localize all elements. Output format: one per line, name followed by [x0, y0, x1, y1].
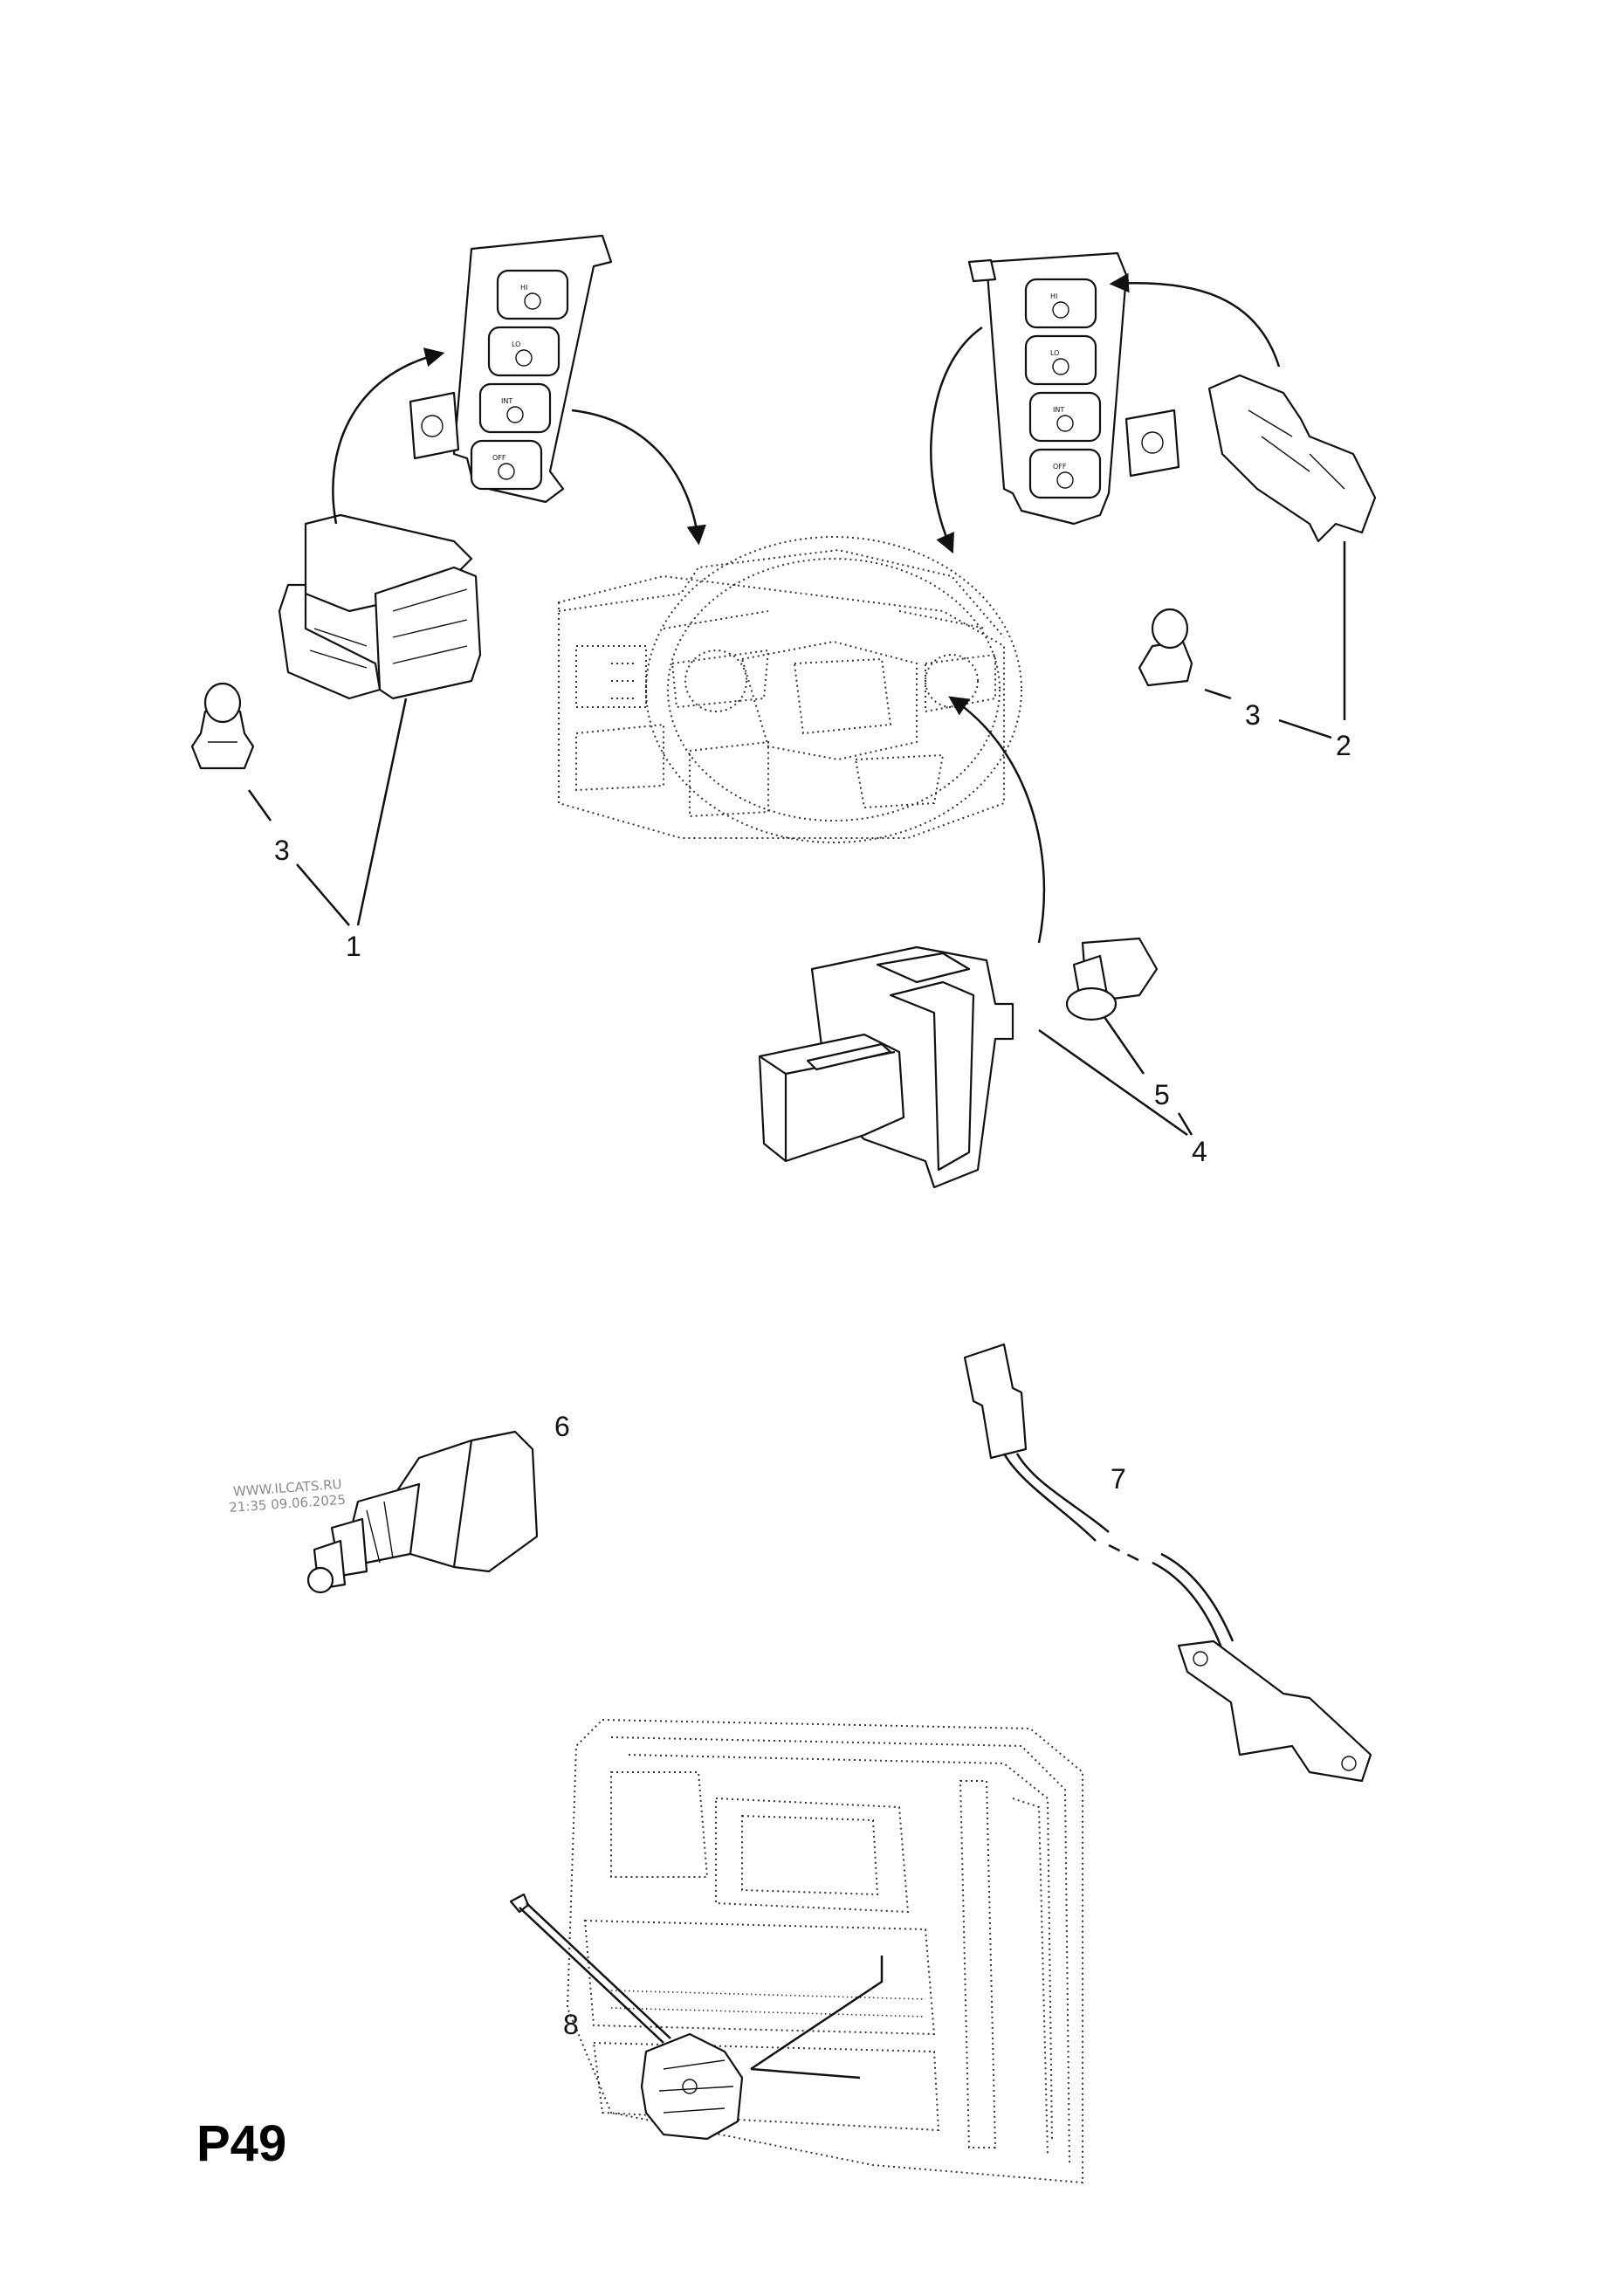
svg-text:HI: HI — [520, 284, 527, 292]
callout-7: 7 — [1111, 1463, 1126, 1495]
part-1-switch-housing[interactable] — [278, 513, 482, 700]
part-4-rocker-switch[interactable] — [758, 945, 1014, 1189]
part-7-wiring-harness[interactable] — [963, 1343, 1372, 1783]
page-code: P49 — [196, 2115, 286, 2172]
switch-key-off: OFF — [470, 439, 543, 491]
part-6-plunger-switch[interactable] — [306, 1430, 539, 1594]
switch-key-hi: HI — [496, 269, 569, 320]
watermark: WWW.ILCATS.RU 21:35 09.06.2025 — [229, 1476, 347, 1516]
callout-3-right: 3 — [1245, 699, 1261, 731]
svg-text:OFF: OFF — [1053, 463, 1067, 471]
callout-8: 8 — [563, 2009, 579, 2040]
svg-text:OFF: OFF — [492, 454, 506, 462]
part-2-switch-housing[interactable] — [1207, 374, 1377, 543]
callout-6: 6 — [554, 1411, 570, 1442]
callout-2: 2 — [1336, 730, 1351, 761]
svg-text:INT: INT — [1053, 406, 1064, 414]
switch-key-hi-right: HI — [1024, 278, 1097, 329]
switch-key-lo: LO — [487, 326, 560, 377]
switch-key-off-right: OFF — [1028, 448, 1102, 499]
callout-4: 4 — [1192, 1136, 1207, 1167]
callout-5: 5 — [1154, 1079, 1170, 1110]
wiper-switch-panel-left[interactable]: HI LO INT OFF — [409, 234, 613, 504]
switch-key-int: INT — [478, 382, 552, 434]
part-5-bulb[interactable] — [1065, 937, 1159, 1021]
part-8-door-lock-rod[interactable] — [509, 1893, 884, 2141]
assembly-arrows — [332, 272, 1281, 944]
svg-text:HI: HI — [1050, 292, 1057, 300]
callout-3-left: 3 — [274, 835, 290, 866]
dashboard-steering-wheel — [558, 536, 1022, 843]
svg-text:LO: LO — [512, 340, 520, 348]
door-panel — [566, 1718, 1083, 2184]
callout-1: 1 — [346, 931, 361, 962]
part-3-bulb-left[interactable] — [190, 682, 255, 770]
wiper-switch-panel-right[interactable]: HI LO INT OFF — [967, 251, 1180, 526]
svg-text:LO: LO — [1050, 349, 1059, 357]
part-3-bulb-right[interactable] — [1138, 608, 1193, 687]
switch-key-int-right: INT — [1028, 391, 1102, 443]
switch-key-lo-right: LO — [1024, 334, 1097, 386]
leader-lines — [247, 541, 1346, 1137]
svg-text:INT: INT — [501, 397, 512, 405]
